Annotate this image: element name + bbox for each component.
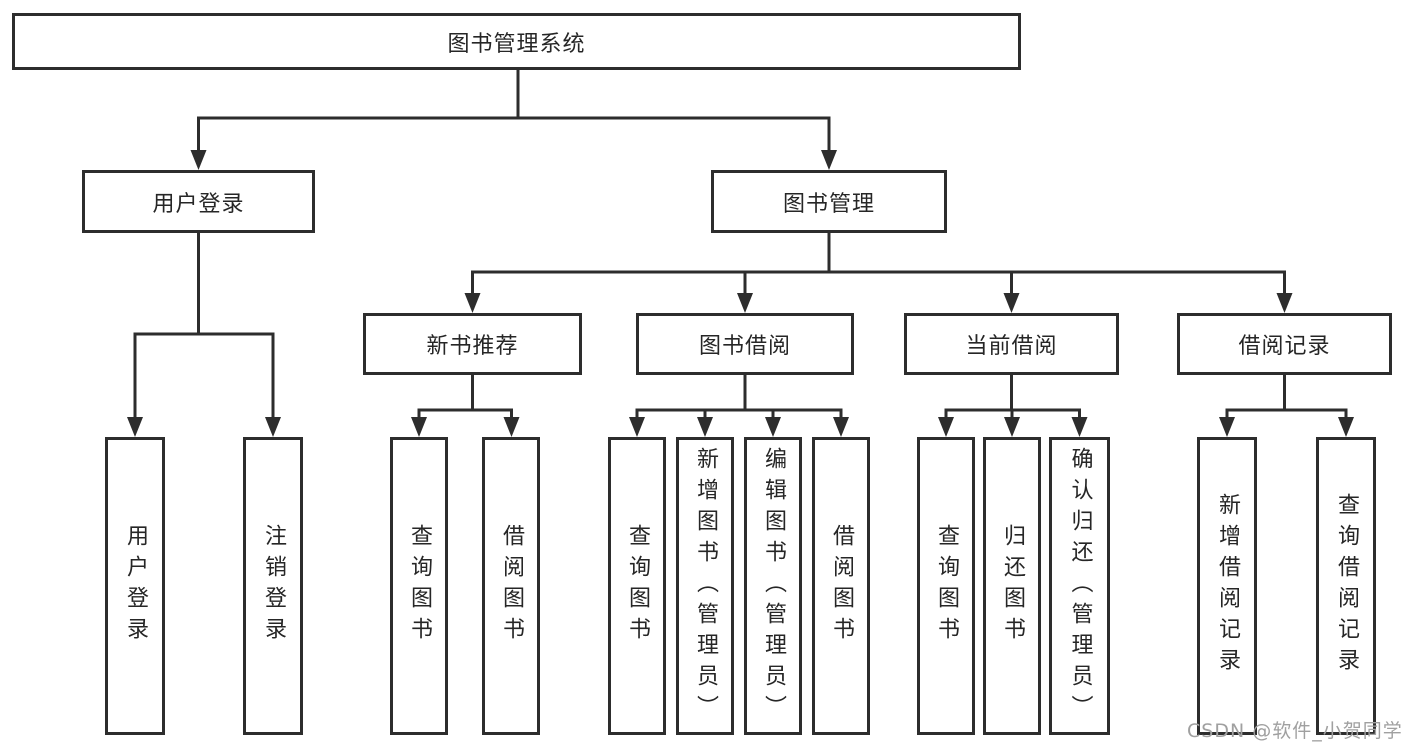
leaf-user-login: 用户登录 <box>105 437 165 735</box>
leaf-query-books-recommend: 查询图书 <box>390 437 448 735</box>
node-user-login: 用户登录 <box>82 170 315 233</box>
leaf-return-book: 归还图书 <box>983 437 1041 735</box>
csdn-watermark: CSDN @软件_小贺同学 <box>1187 720 1403 742</box>
leaf-query-books-current: 查询图书 <box>917 437 975 735</box>
leaf-query-books-borrow: 查询图书 <box>608 437 666 735</box>
leaf-confirm-return-admin: 确认归还（管理员） <box>1049 437 1110 735</box>
node-current-borrowing: 当前借阅 <box>904 313 1119 375</box>
leaf-add-book-admin: 新增图书（管理员） <box>676 437 734 735</box>
leaf-borrow-books-recommend: 借阅图书 <box>482 437 540 735</box>
node-book-management: 图书管理 <box>711 170 947 233</box>
leaf-query-borrow-record: 查询借阅记录 <box>1316 437 1376 735</box>
node-borrowing-records: 借阅记录 <box>1177 313 1392 375</box>
leaf-add-borrow-record: 新增借阅记录 <box>1197 437 1257 735</box>
node-book-borrowing: 图书借阅 <box>636 313 854 375</box>
leaf-logout: 注销登录 <box>243 437 303 735</box>
node-new-book-recommendation: 新书推荐 <box>363 313 582 375</box>
node-library-management-system: 图书管理系统 <box>12 13 1021 70</box>
leaf-edit-book-admin: 编辑图书（管理员） <box>744 437 802 735</box>
leaf-borrow-books: 借阅图书 <box>812 437 870 735</box>
